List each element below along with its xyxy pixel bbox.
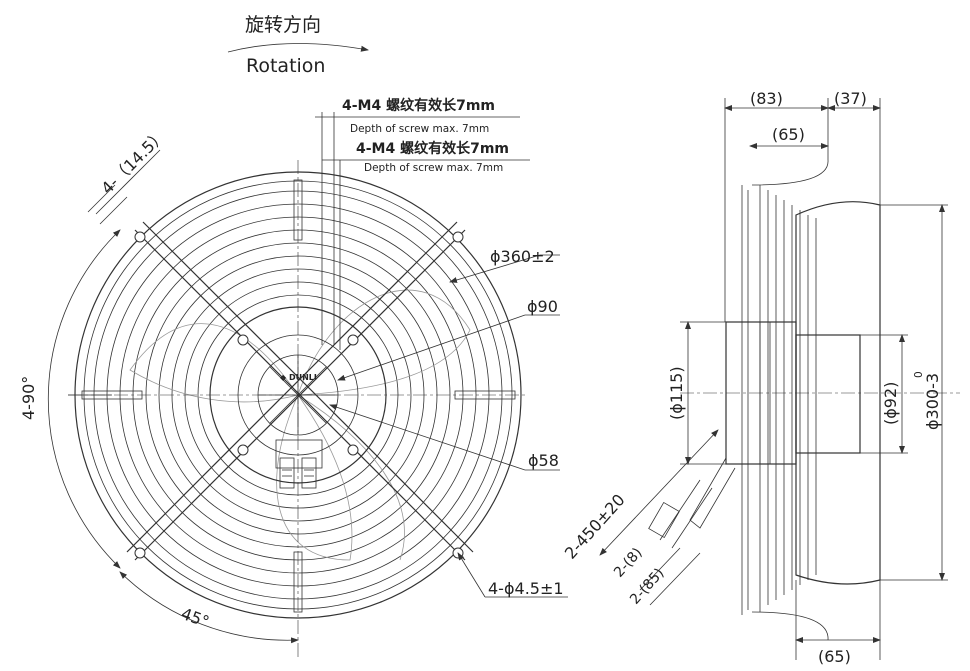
note-screw-inner: 4-M4 螺纹有效长7mm: [356, 140, 509, 157]
dim-holes: 4-ϕ4.5±1: [488, 579, 564, 598]
dim-angle-4x90: 4-90°: [19, 376, 38, 420]
dim-angle-45: 45°: [179, 604, 212, 632]
dim-d300-tol: 0: [913, 371, 925, 378]
dim-w83: (83): [750, 89, 783, 108]
dim-c8: 2-(8): [611, 545, 646, 581]
note-screw-outer-en: Depth of screw max. 7mm: [350, 123, 489, 135]
dim-d92: (ϕ92): [881, 382, 900, 425]
dim-c85: 2-(85): [627, 565, 667, 607]
dim-d115: (ϕ115): [667, 366, 686, 420]
note-screw-outer: 4-M4 螺纹有效长7mm: [342, 97, 495, 114]
dim-d90: ϕ90: [527, 297, 558, 316]
dim-w65-bottom: (65): [818, 647, 851, 666]
dim-cable: 2-450±20: [561, 490, 629, 562]
rotation-label-cn: 旋转方向: [245, 14, 321, 36]
dim-d58: ϕ58: [528, 451, 559, 470]
note-screw-inner-en: Depth of screw max. 7mm: [364, 162, 503, 174]
dim-w37: (37): [834, 89, 867, 108]
front-view: ◆ DUNLI: [19, 97, 568, 660]
rotation-indicator: 旋转方向 Rotation: [227, 14, 369, 77]
dim-d300: ϕ300-3: [923, 373, 942, 430]
dim-d360: ϕ360±2: [490, 247, 555, 266]
rotation-arrow-icon: [227, 43, 369, 53]
rotation-label-en: Rotation: [246, 55, 325, 77]
dim-w65-top: (65): [772, 125, 805, 144]
dim-slot: 4-（14.5）: [97, 125, 170, 198]
side-view: (83) (37) (65) (65) (ϕ115) (ϕ92) ϕ300-3 …: [561, 89, 960, 666]
